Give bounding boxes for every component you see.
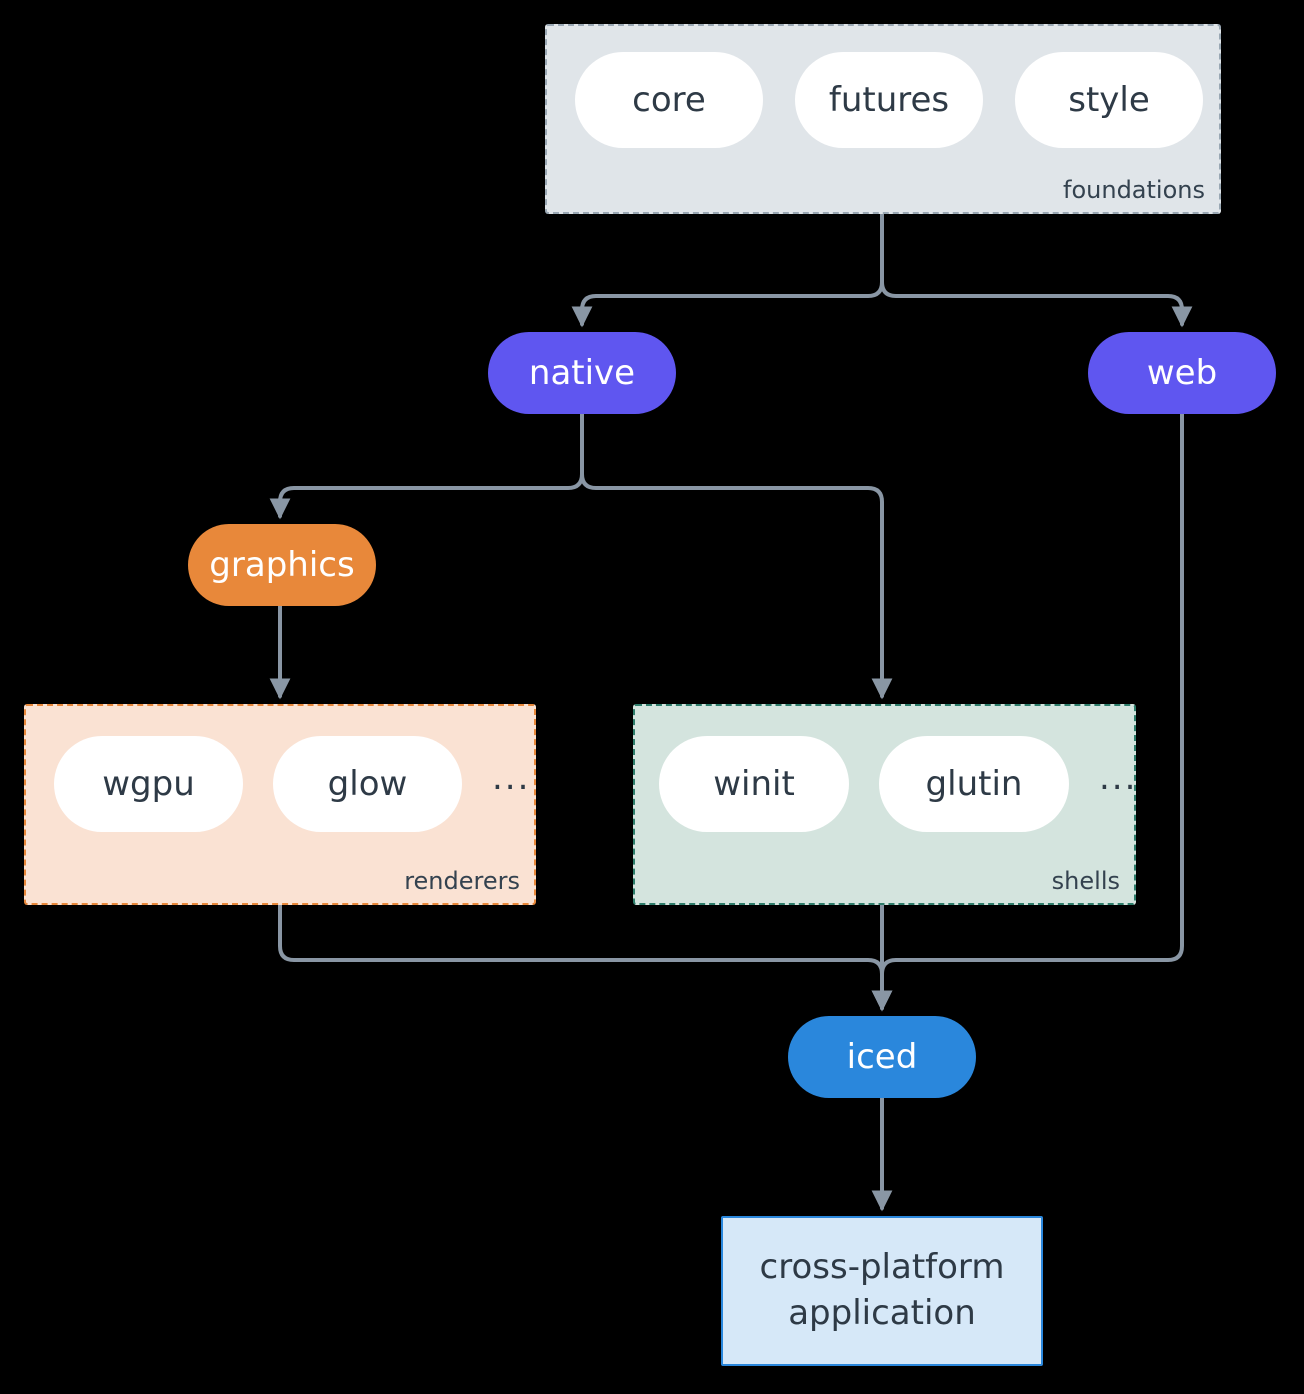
node-web[interactable]: web	[1088, 332, 1276, 414]
group-foundations: core futures style foundations	[545, 24, 1221, 214]
renderers-item-glow[interactable]: glow	[273, 736, 462, 832]
foundations-item-futures[interactable]: futures	[795, 52, 983, 148]
application-label-line2: application	[788, 1293, 976, 1333]
foundations-item-core[interactable]: core	[575, 52, 763, 148]
shells-item-winit[interactable]: winit	[659, 736, 849, 832]
renderers-item-row: wgpu glow ...	[54, 736, 530, 832]
application-label-line1: cross-platform	[759, 1247, 1005, 1288]
node-cross-platform-application[interactable]: cross-platform application	[721, 1216, 1043, 1366]
edge-native-graphics	[269, 412, 584, 520]
group-renderers: wgpu glow ... renderers	[24, 704, 536, 905]
shells-item-row: winit glutin ...	[659, 736, 1137, 832]
shells-item-glutin[interactable]: glutin	[879, 736, 1069, 832]
edge-foundations-native	[571, 212, 884, 328]
group-shells: winit glutin ... shells	[633, 704, 1136, 905]
node-iced[interactable]: iced	[788, 1016, 976, 1098]
renderers-item-wgpu[interactable]: wgpu	[54, 736, 243, 832]
foundations-item-style[interactable]: style	[1015, 52, 1203, 148]
foundations-item-row: core futures style	[575, 52, 1203, 148]
group-label-shells: shells	[1051, 867, 1120, 895]
group-label-renderers: renderers	[404, 867, 520, 895]
edge-foundations-web	[880, 212, 1193, 328]
node-native[interactable]: native	[488, 332, 676, 414]
shells-ellipsis: ...	[1099, 758, 1138, 798]
renderers-ellipsis: ...	[492, 758, 531, 798]
edge-native-shells	[580, 412, 893, 700]
node-graphics[interactable]: graphics	[188, 524, 376, 606]
edge-renderers-iced	[278, 903, 893, 1012]
group-label-foundations: foundations	[1063, 176, 1205, 204]
